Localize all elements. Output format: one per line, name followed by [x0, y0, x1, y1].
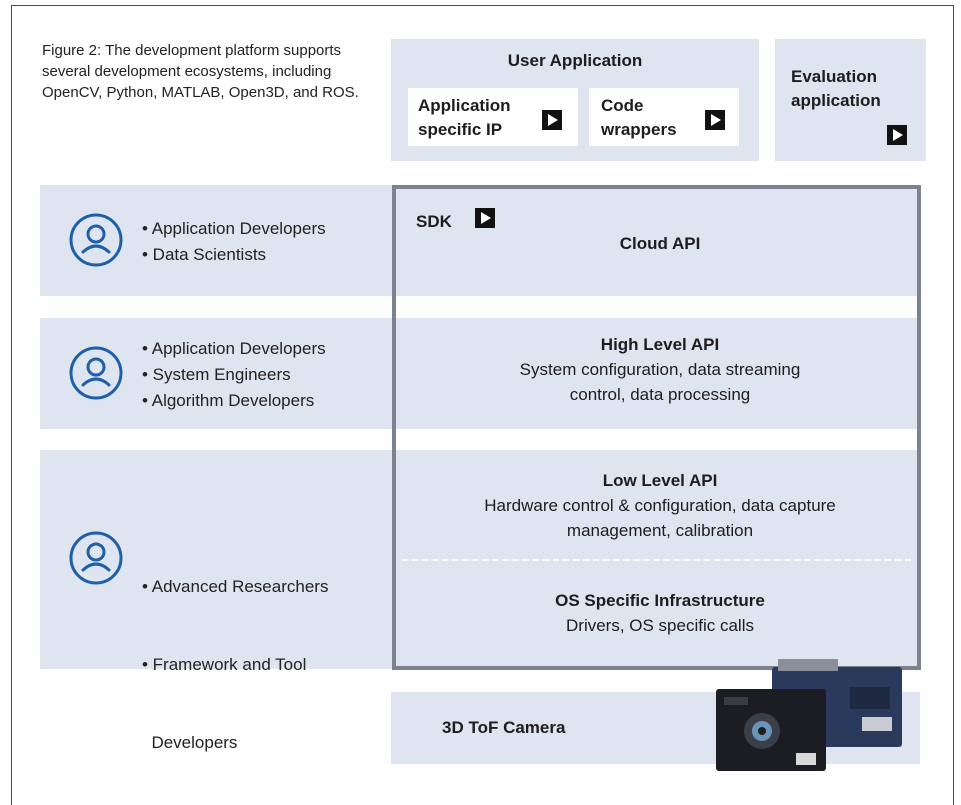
- row2-bullets: • Application Developers • System Engine…: [142, 336, 326, 414]
- user-icon: [68, 530, 124, 586]
- os-infra-desc: Drivers, OS specific calls: [566, 616, 754, 635]
- application-ip-box: Application specific IP: [408, 88, 578, 146]
- user-application-title: User Application: [507, 51, 643, 70]
- camera-board-image: [712, 657, 908, 773]
- user-application-panel: User Application Application specific IP…: [391, 39, 759, 161]
- low-level-api-desc-1: Hardware control & configuration, data c…: [484, 496, 836, 515]
- high-level-api-block: High Level API System configuration, dat…: [400, 333, 920, 407]
- row-panel-cloud: [40, 185, 920, 296]
- user-icon: [68, 345, 124, 401]
- bullet-item: • Application Developers: [142, 219, 326, 238]
- figure-frame: [11, 5, 954, 805]
- play-icon: [542, 110, 562, 130]
- bullet-item: • Application Developers: [142, 339, 326, 358]
- code-wrappers-label: Code wrappers: [601, 96, 677, 139]
- play-icon: [705, 110, 725, 130]
- low-level-api-desc-2: management, calibration: [566, 521, 754, 540]
- low-level-api-title: Low Level API: [602, 471, 718, 490]
- user-icon: [68, 212, 124, 268]
- bullet-item: • Data Scientists: [142, 245, 267, 264]
- row-panel-high-level: [40, 318, 920, 429]
- low-level-api-block: Low Level API Hardware control & configu…: [400, 469, 920, 543]
- sdk-label: SDK: [416, 212, 452, 231]
- evaluation-application-panel: Evaluation application: [775, 39, 926, 161]
- application-ip-label: Application specific IP: [418, 96, 511, 139]
- play-icon: [475, 208, 495, 228]
- os-infra-title: OS Specific Infrastructure: [555, 591, 765, 610]
- os-infra-block: OS Specific Infrastructure Drivers, OS s…: [400, 589, 920, 638]
- camera-label: 3D ToF Camera: [442, 718, 566, 737]
- sdk-box: [392, 185, 921, 670]
- play-icon: [887, 125, 907, 145]
- high-level-api-title: High Level API: [600, 335, 720, 354]
- bullet-item: • Algorithm Developers: [142, 391, 315, 410]
- dashed-divider: [402, 559, 911, 561]
- high-level-api-desc-2: control, data processing: [569, 385, 751, 404]
- evaluation-application-label: Evaluation application: [791, 67, 881, 110]
- bullet-item: • Framework and Tool: [142, 655, 307, 674]
- cloud-api-title: Cloud API: [619, 234, 701, 253]
- code-wrappers-box: Code wrappers: [589, 88, 739, 146]
- bullet-item: • System Engineers: [142, 365, 291, 384]
- high-level-api-desc-1: System configuration, data streaming: [519, 360, 801, 379]
- bullet-item: Developers: [142, 733, 238, 752]
- figure-caption: Figure 2: The development platform suppo…: [42, 42, 359, 101]
- row1-bullets: • Application Developers • Data Scientis…: [142, 216, 326, 268]
- row3-bullets: • Advanced Researchers • Framework and T…: [142, 522, 328, 782]
- bullet-item: • Advanced Researchers: [142, 577, 329, 596]
